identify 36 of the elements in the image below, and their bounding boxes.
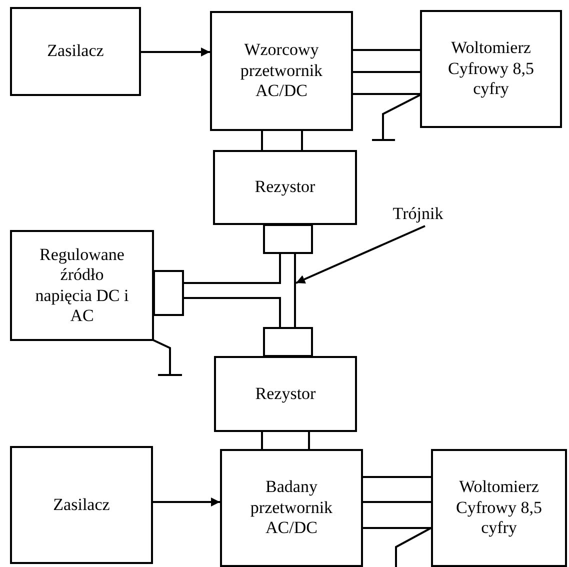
block-box (10, 230, 154, 341)
wire (353, 93, 420, 95)
connector-box (153, 270, 184, 316)
wire (353, 71, 420, 73)
block-label: Wzorcowy przetwornik AC/DC (239, 40, 324, 102)
block-label: Zasilacz (46, 41, 105, 62)
wire (261, 432, 263, 449)
block-label: Woltomierz Cyfrowy 8,5 cyfry (447, 38, 535, 100)
wire (308, 432, 310, 449)
block-label: Rezystor (254, 177, 316, 198)
block-box (10, 7, 141, 96)
block-label: Badany przetwornik AC/DC (249, 477, 334, 539)
wire (353, 49, 420, 51)
wire (261, 131, 263, 150)
block-box (214, 356, 357, 432)
block-label: Rezystor (254, 384, 317, 404)
wire (363, 501, 431, 503)
callout-label: Trójnik (392, 204, 444, 224)
connector-box (263, 224, 313, 254)
block-label: Woltomierz Cyfrowy 8,5 cyfry (455, 477, 543, 539)
block-label: Zasilacz (52, 494, 111, 516)
wire (363, 476, 431, 478)
leader-line (296, 225, 426, 284)
block-box (213, 150, 357, 225)
wire (363, 527, 431, 529)
block-box (420, 10, 562, 128)
arrow (153, 498, 220, 506)
wire (301, 131, 303, 150)
arrow (141, 48, 210, 56)
block-box (10, 446, 153, 564)
tee-pipe (183, 253, 296, 328)
block-box (220, 449, 363, 567)
block-box (210, 11, 353, 131)
block-box (431, 449, 567, 567)
connector-box (263, 327, 313, 357)
block-label: Regulowane źródło napięcia DC i AC (34, 244, 130, 326)
